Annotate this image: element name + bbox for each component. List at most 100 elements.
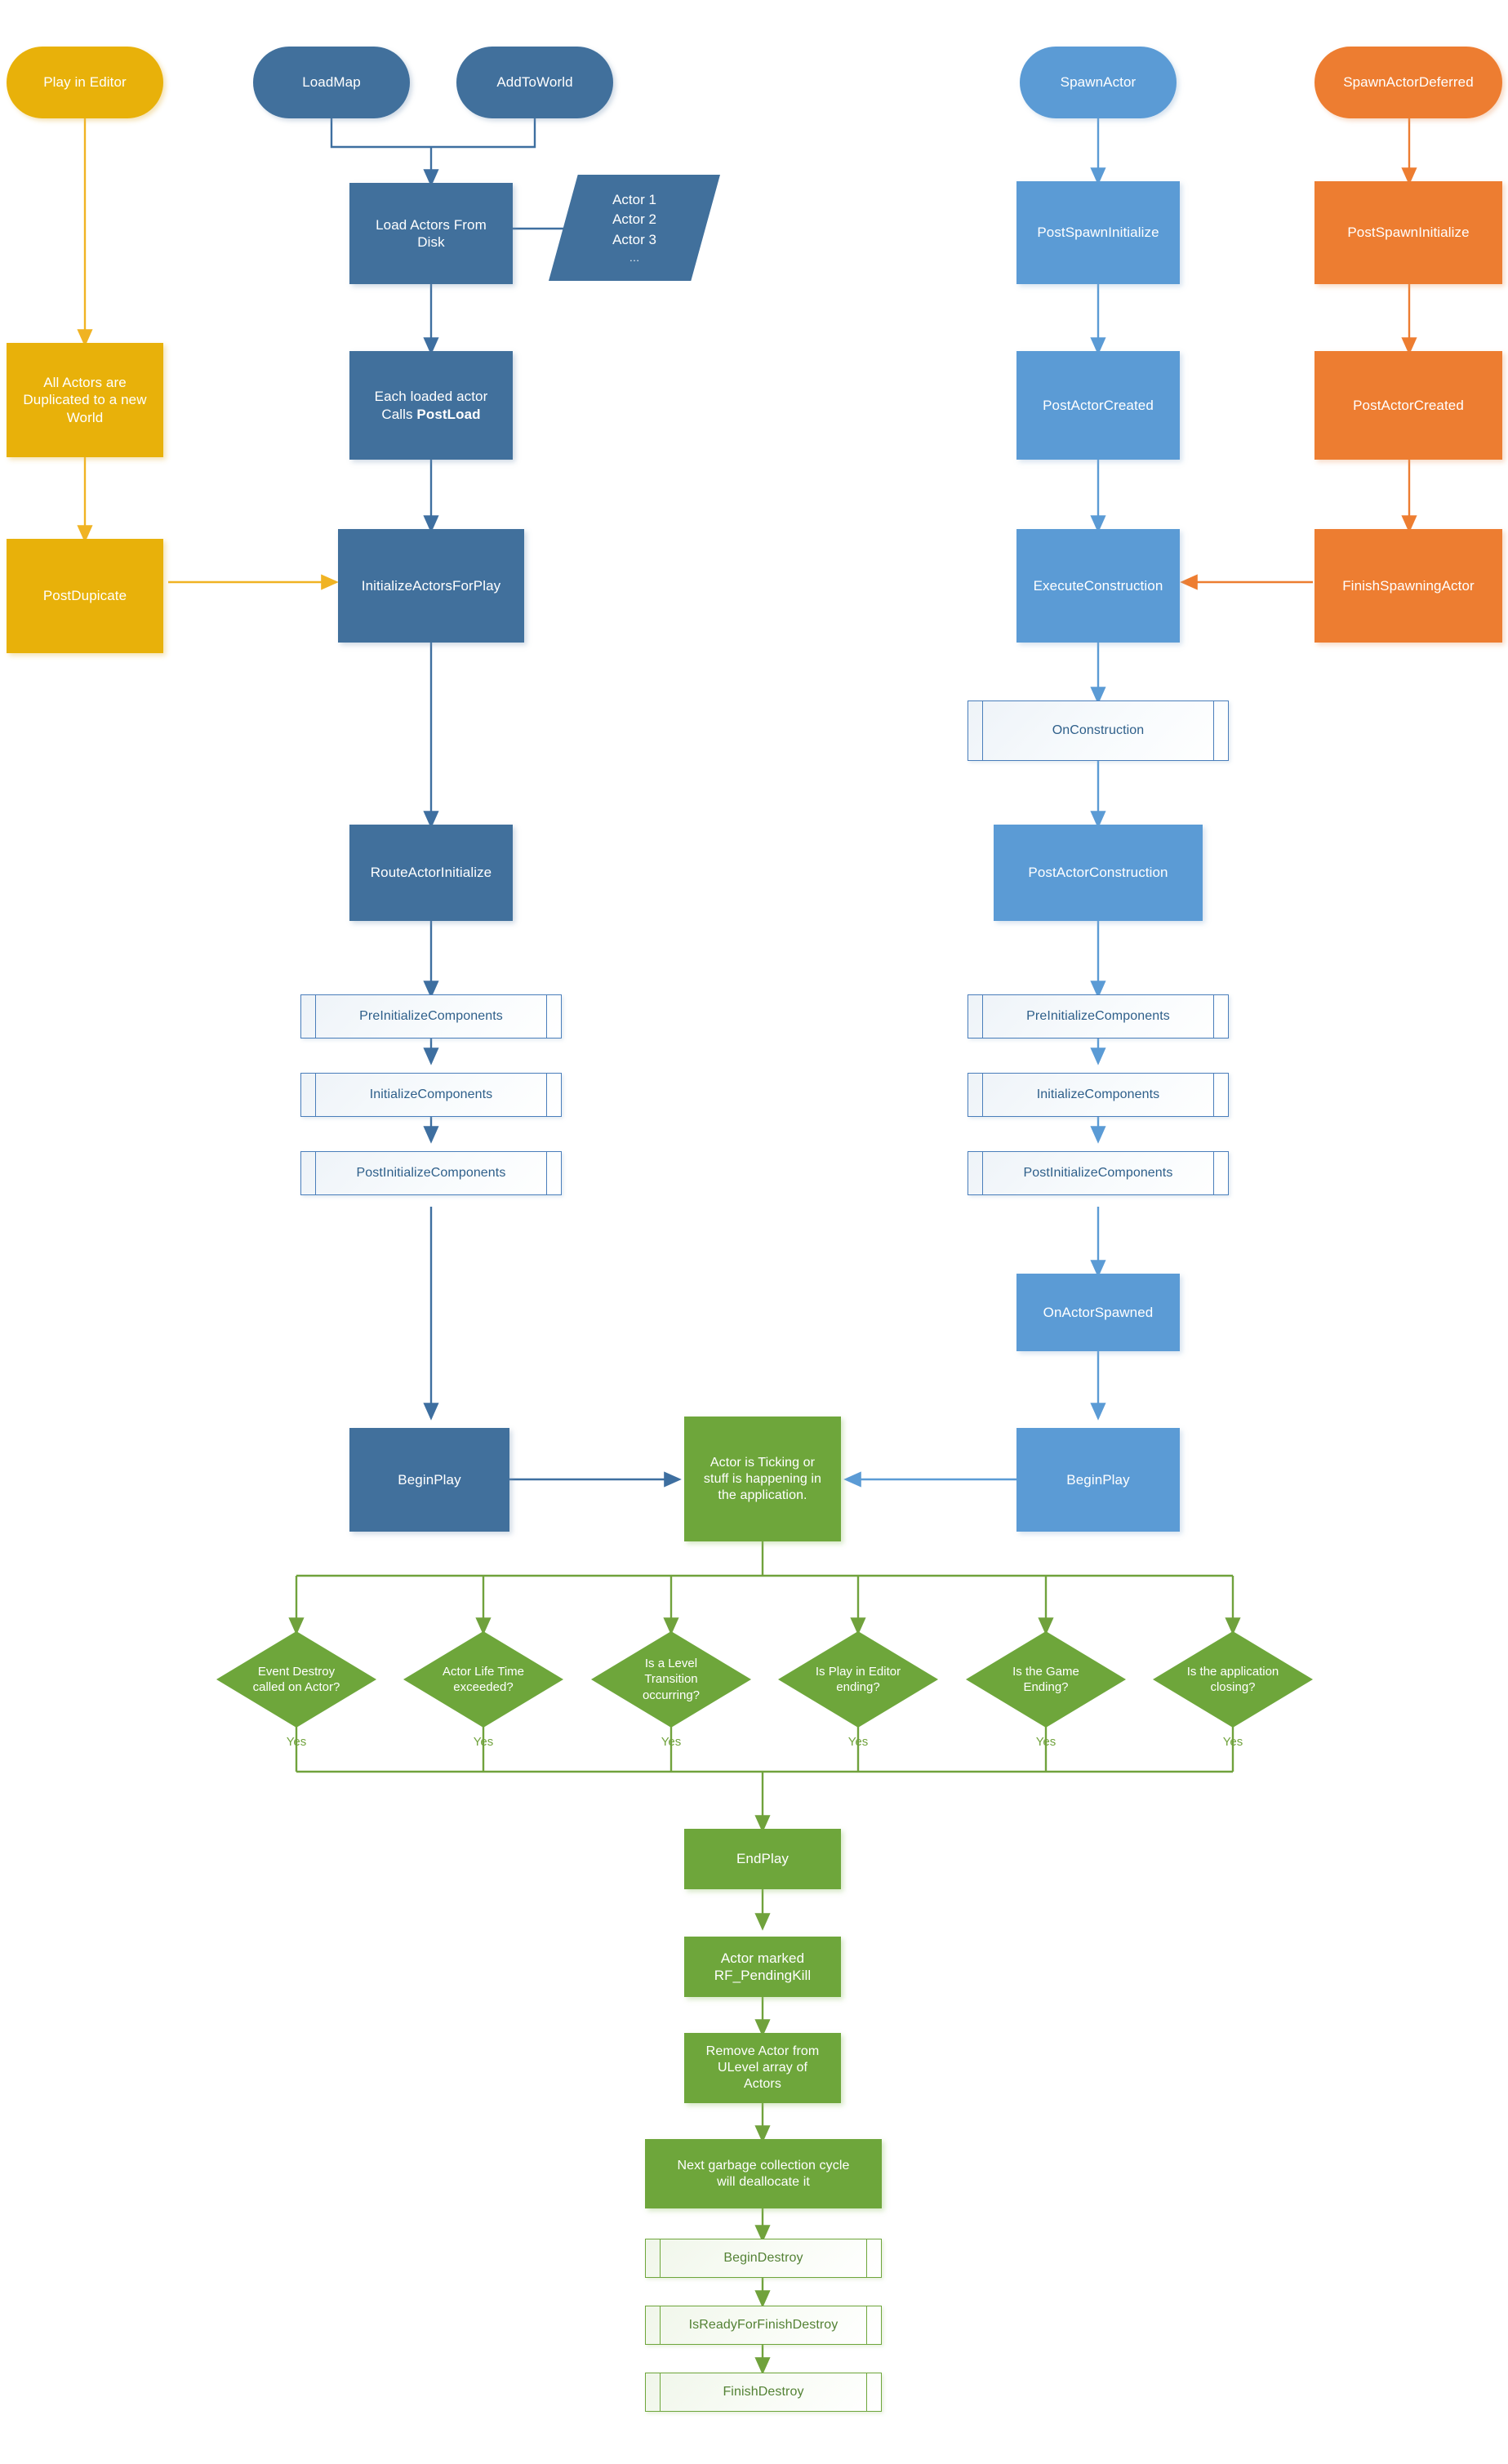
node-postspawninitialize[interactable]: PostSpawnInitialize xyxy=(1016,181,1180,284)
node-finishdestroy[interactable]: FinishDestroy xyxy=(645,2373,882,2412)
actor-1: Actor 1 xyxy=(612,191,656,207)
node-label-line1: Actor is Ticking or xyxy=(710,1455,816,1470)
node-label: OnConstruction xyxy=(1052,723,1145,737)
actor-list-text: Actor 1 Actor 2 Actor 3 … xyxy=(549,175,720,281)
node-finishspawningactor[interactable]: FinishSpawningActor xyxy=(1314,529,1502,643)
decision-label-line1: Actor Life Time xyxy=(442,1664,525,1679)
node-label: PostActorCreated xyxy=(1353,397,1464,413)
decision-label-line2: Ending? xyxy=(1023,1680,1069,1694)
node-all-actors-duplicated[interactable]: All Actors are Duplicated to a new World xyxy=(7,343,163,457)
node-label: BeginPlay xyxy=(398,1471,461,1488)
decision-pie-ending[interactable]: Is Play in Editor ending? xyxy=(778,1631,938,1728)
node-preinitializecomponents-left[interactable]: PreInitializeComponents xyxy=(300,994,562,1039)
node-endplay[interactable]: EndPlay xyxy=(684,1829,841,1889)
node-executeconstruction[interactable]: ExecuteConstruction xyxy=(1016,529,1180,643)
node-preinitializecomponents-right[interactable]: PreInitializeComponents xyxy=(968,994,1229,1039)
node-label: BeginPlay xyxy=(1066,1471,1130,1488)
node-label: InitializeComponents xyxy=(1036,1087,1160,1101)
decision-level-transition[interactable]: Is a Level Transition occurring? xyxy=(591,1631,751,1728)
edge-label-yes-4: Yes xyxy=(847,1735,869,1749)
node-postinitializecomponents-left[interactable]: PostInitializeComponents xyxy=(300,1151,562,1195)
node-isreadyforfinishdestroy[interactable]: IsReadyForFinishDestroy xyxy=(645,2306,882,2345)
node-label: InitializeActorsForPlay xyxy=(361,577,501,594)
decision-label: Actor Life Time exceeded? xyxy=(403,1631,563,1728)
node-label: AddToWorld xyxy=(496,74,573,91)
actor-3: Actor 3 xyxy=(612,231,656,247)
node-spawnactordeferred[interactable]: SpawnActorDeferred xyxy=(1314,47,1502,118)
node-postactorconstruction[interactable]: PostActorConstruction xyxy=(994,825,1203,921)
node-label: InitializeComponents xyxy=(369,1087,493,1101)
node-onactorspawned[interactable]: OnActorSpawned xyxy=(1016,1274,1180,1351)
node-initializecomponents-left[interactable]: InitializeComponents xyxy=(300,1073,562,1117)
decision-label: Event Destroy called on Actor? xyxy=(216,1631,376,1728)
actor-2: Actor 2 xyxy=(612,211,656,228)
decision-label: Is the Game Ending? xyxy=(966,1631,1126,1728)
node-beginplay-right[interactable]: BeginPlay xyxy=(1016,1428,1180,1532)
node-load-actors-from-disk[interactable]: Load Actors From Disk xyxy=(349,183,513,284)
decision-label-line1: Is the Game xyxy=(1012,1664,1079,1679)
node-play-in-editor[interactable]: Play in Editor xyxy=(7,47,163,118)
node-spawnactor[interactable]: SpawnActor xyxy=(1020,47,1177,118)
node-label-line1: All Actors are xyxy=(43,375,127,391)
node-label-line2: RF_PendingKill xyxy=(714,1968,812,1983)
node-label-line1: Remove Actor from xyxy=(705,2044,820,2058)
node-initializeactorsforplay[interactable]: InitializeActorsForPlay xyxy=(338,529,524,643)
edge-label-yes-1: Yes xyxy=(286,1735,307,1749)
node-beginplay-left[interactable]: BeginPlay xyxy=(349,1428,509,1532)
node-label-line2: Disk xyxy=(417,234,445,250)
node-each-loaded-actor[interactable]: Each loaded actor Calls PostLoad xyxy=(349,351,513,460)
node-label: PostActorConstruction xyxy=(1028,865,1168,881)
node-label-line1: Next garbage collection cycle xyxy=(677,2158,850,2173)
node-addtoworld[interactable]: AddToWorld xyxy=(456,47,613,118)
decision-label: Is the application closing? xyxy=(1153,1631,1313,1728)
node-actor-marked-pendingkill[interactable]: Actor marked RF_PendingKill xyxy=(684,1937,841,1997)
decision-app-closing[interactable]: Is the application closing? xyxy=(1153,1631,1313,1728)
node-label: PostInitializeComponents xyxy=(1023,1166,1173,1180)
node-label: PostDupicate xyxy=(42,588,127,604)
edge-label-yes-2: Yes xyxy=(473,1735,494,1749)
node-begindestroy[interactable]: BeginDestroy xyxy=(645,2239,882,2278)
decision-label-line1: Is Play in Editor xyxy=(815,1664,901,1679)
node-routeactorinitialize[interactable]: RouteActorInitialize xyxy=(349,825,513,921)
node-label-line2: will deallocate it xyxy=(717,2174,810,2189)
node-actor-list-data[interactable]: Actor 1 Actor 2 Actor 3 … xyxy=(549,175,720,281)
postload-text: PostLoad xyxy=(416,406,481,422)
node-next-gc-cycle[interactable]: Next garbage collection cycle will deall… xyxy=(645,2139,882,2208)
decision-label-line1: Is the application xyxy=(1186,1664,1279,1679)
node-label-line2: stuff is happening in xyxy=(703,1471,822,1486)
node-label: LoadMap xyxy=(302,74,361,91)
node-label: FinishDestroy xyxy=(723,2385,804,2399)
node-label: PreInitializeComponents xyxy=(359,1009,503,1023)
node-label-line1: Load Actors From xyxy=(376,216,487,233)
node-postactorcreated-deferred[interactable]: PostActorCreated xyxy=(1314,351,1502,460)
decision-event-destroy[interactable]: Event Destroy called on Actor? xyxy=(216,1631,376,1728)
node-initializecomponents-right[interactable]: InitializeComponents xyxy=(968,1073,1229,1117)
node-actor-is-ticking[interactable]: Actor is Ticking or stuff is happening i… xyxy=(684,1417,841,1541)
node-label-line2: ULevel array of xyxy=(718,2061,807,2075)
node-label: OnActorSpawned xyxy=(1043,1304,1154,1320)
node-label: PostSpawnInitialize xyxy=(1037,225,1159,241)
node-onconstruction[interactable]: OnConstruction xyxy=(968,701,1229,761)
node-postspawninitialize-deferred[interactable]: PostSpawnInitialize xyxy=(1314,181,1502,284)
decision-label-line2: closing? xyxy=(1210,1680,1256,1694)
node-remove-actor-from-ulevel[interactable]: Remove Actor from ULevel array of Actors xyxy=(684,2033,841,2103)
node-label-line1: Each loaded actor xyxy=(374,389,488,405)
decision-label-line2: called on Actor? xyxy=(252,1680,340,1694)
node-postactorcreated[interactable]: PostActorCreated xyxy=(1016,351,1180,460)
node-label-line3: World xyxy=(66,409,104,425)
node-label: PostSpawnInitialize xyxy=(1347,225,1470,241)
decision-game-ending[interactable]: Is the Game Ending? xyxy=(966,1631,1126,1728)
node-loadmap[interactable]: LoadMap xyxy=(253,47,410,118)
decision-label-line2: exceeded? xyxy=(453,1680,514,1694)
decision-label-line1: Event Destroy xyxy=(257,1664,336,1679)
actor-ellipsis: … xyxy=(629,251,640,264)
node-postinitializecomponents-right[interactable]: PostInitializeComponents xyxy=(968,1151,1229,1195)
node-label-line1: Actor marked xyxy=(720,1950,805,1966)
node-label: SpawnActor xyxy=(1060,74,1137,91)
node-label: FinishSpawningActor xyxy=(1342,577,1475,594)
decision-label: Is a Level Transition occurring? xyxy=(591,1631,751,1728)
edge-label-yes-6: Yes xyxy=(1222,1735,1243,1749)
node-label: PostActorCreated xyxy=(1043,397,1154,413)
decision-actor-lifetime[interactable]: Actor Life Time exceeded? xyxy=(403,1631,563,1728)
node-postduplicate[interactable]: PostDupicate xyxy=(7,539,163,653)
